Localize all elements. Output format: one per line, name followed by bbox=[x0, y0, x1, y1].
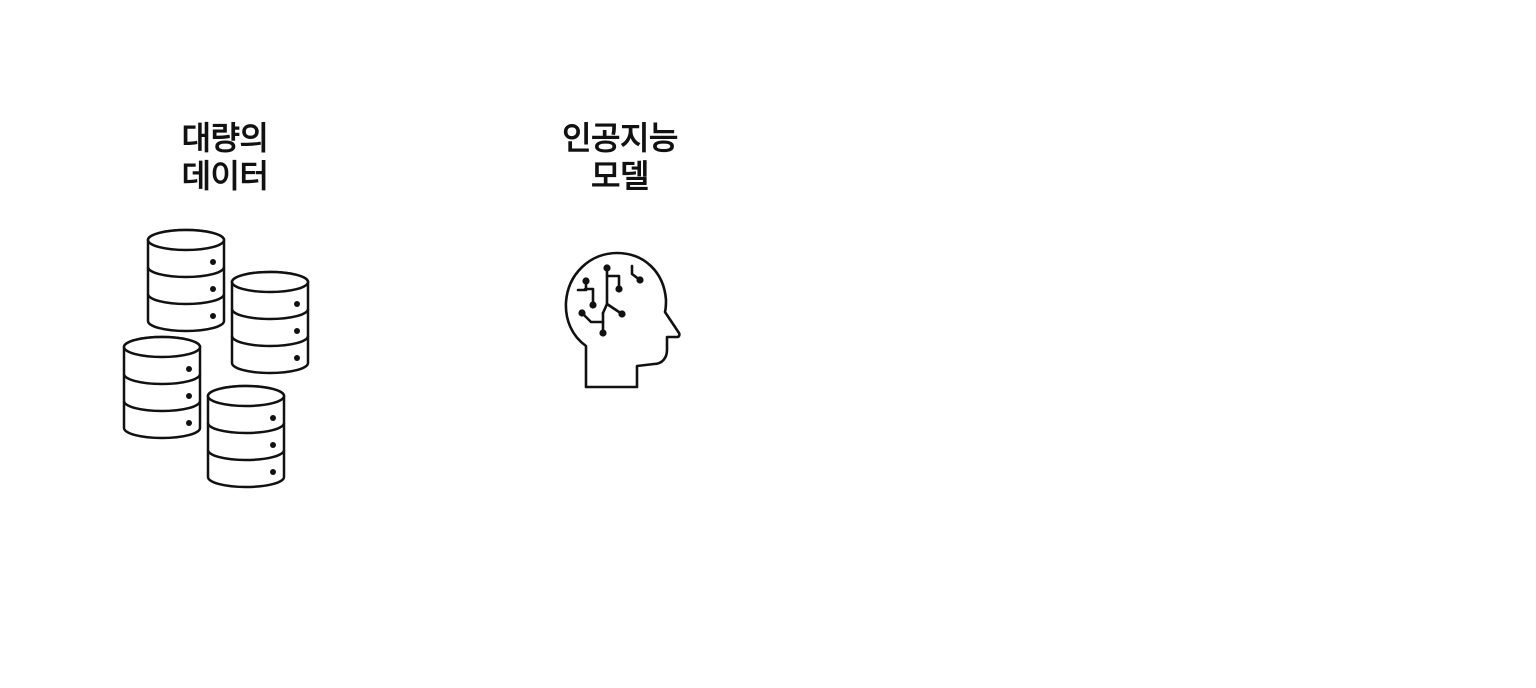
database-indicator-dot bbox=[210, 259, 216, 265]
database-indicator-dot bbox=[186, 366, 192, 372]
database-cylinder-icon bbox=[230, 270, 310, 375]
database-indicator-dot bbox=[270, 415, 276, 421]
data-label-line1: 대량의 bbox=[181, 119, 269, 157]
database-indicator-dot bbox=[294, 328, 300, 334]
database-cylinder-icon bbox=[206, 384, 286, 489]
database-indicator-dot bbox=[270, 469, 276, 475]
model-label-line2: 모델 bbox=[591, 157, 649, 195]
database-indicator-dot bbox=[294, 355, 300, 361]
data-label-line2: 데이터 bbox=[181, 157, 269, 195]
database-indicator-dot bbox=[270, 442, 276, 448]
database-indicator-dot bbox=[186, 393, 192, 399]
model-label-line1: 인공지능 bbox=[562, 119, 678, 157]
database-cylinder-icon bbox=[122, 335, 202, 440]
data-label: 대량의 데이터 bbox=[125, 119, 325, 195]
model-label: 인공지능 모델 bbox=[520, 119, 720, 195]
database-indicator-dot bbox=[210, 313, 216, 319]
database-indicator-dot bbox=[294, 301, 300, 307]
database-indicator-dot bbox=[186, 420, 192, 426]
database-cylinder-icon bbox=[146, 228, 226, 333]
database-indicator-dot bbox=[210, 286, 216, 292]
